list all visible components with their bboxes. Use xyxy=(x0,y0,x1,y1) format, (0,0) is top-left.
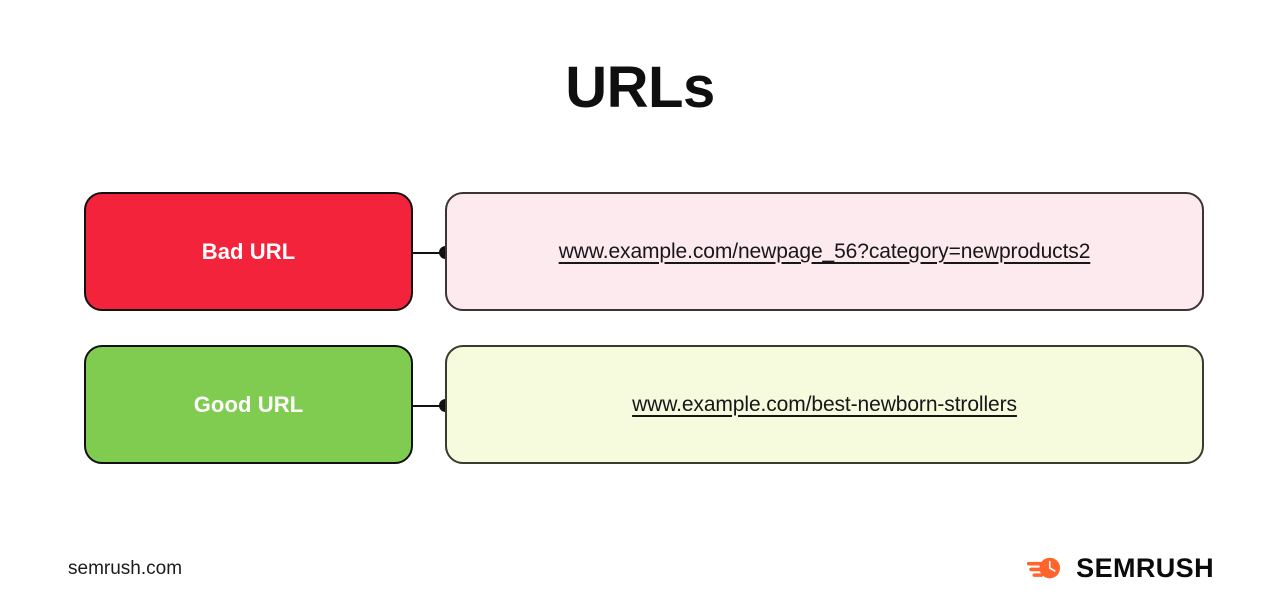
footer-site-url: semrush.com xyxy=(68,558,183,579)
semrush-comet-icon xyxy=(1027,557,1061,579)
url-row-bad: Bad URL www.example.com/newpage_56?categ… xyxy=(0,192,1280,311)
connector-line-bad xyxy=(413,251,445,254)
url-text-bad: www.example.com/newpage_56?category=newp… xyxy=(558,239,1091,263)
label-box-good-url: Good URL xyxy=(84,345,413,464)
value-panel-bad-url: www.example.com/newpage_56?category=newp… xyxy=(445,192,1204,311)
url-row-good: Good URL www.example.com/best-newborn-st… xyxy=(0,345,1280,464)
page-title: URLs xyxy=(565,55,715,120)
connector-line-good xyxy=(413,404,445,407)
url-text-good: www.example.com/best-newborn-strollers xyxy=(632,392,1017,416)
label-box-bad-url: Bad URL xyxy=(84,192,413,311)
label-text-bad-url: Bad URL xyxy=(201,238,296,264)
brand-lockup: SEMRUSH xyxy=(1027,553,1214,583)
label-text-good-url: Good URL xyxy=(193,391,304,417)
brand-name-text: SEMRUSH xyxy=(1076,552,1214,583)
value-panel-good-url: www.example.com/best-newborn-strollers xyxy=(445,345,1204,464)
